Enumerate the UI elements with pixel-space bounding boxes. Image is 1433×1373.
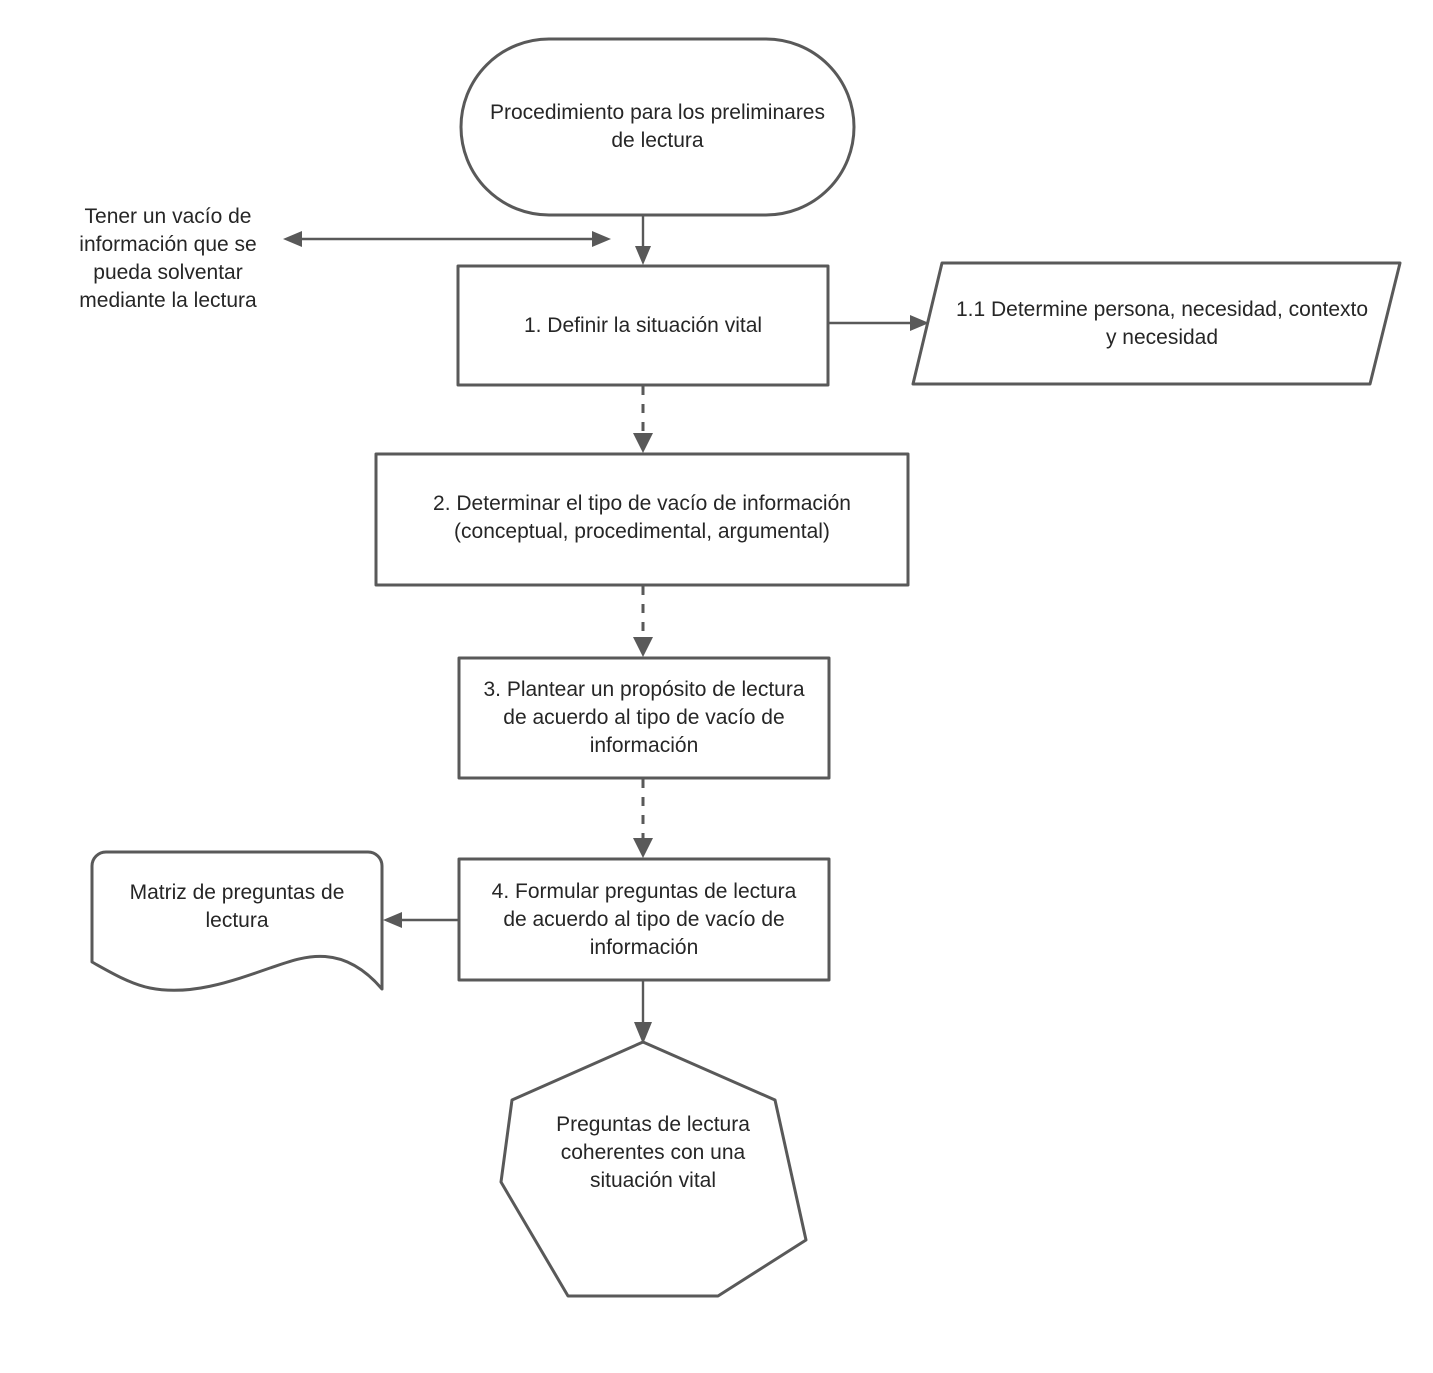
connector-step1-to-step1-1 xyxy=(828,315,929,331)
shape-step3[interactable] xyxy=(457,656,831,780)
connector-step4-to-document xyxy=(383,912,458,928)
shape-terminal-start[interactable] xyxy=(459,37,856,217)
shape-step2[interactable] xyxy=(374,452,910,587)
connector-step4-to-terminal-end xyxy=(634,981,652,1044)
shape-step1-1[interactable] xyxy=(911,261,1402,386)
shape-terminal-end[interactable] xyxy=(499,1040,808,1298)
connector-step3-to-step4 xyxy=(633,779,653,858)
connector-step2-to-step3 xyxy=(633,586,653,657)
note-gap-label: Tener un vacío de información que se pue… xyxy=(79,205,257,312)
connector-note-bidirectional xyxy=(283,231,611,247)
connector-step1-to-step2 xyxy=(633,386,653,453)
shape-step4[interactable] xyxy=(457,857,831,982)
shape-document-matrix[interactable] xyxy=(90,850,384,992)
shape-step1[interactable] xyxy=(456,264,830,387)
connector-terminal-to-step1 xyxy=(635,215,651,265)
